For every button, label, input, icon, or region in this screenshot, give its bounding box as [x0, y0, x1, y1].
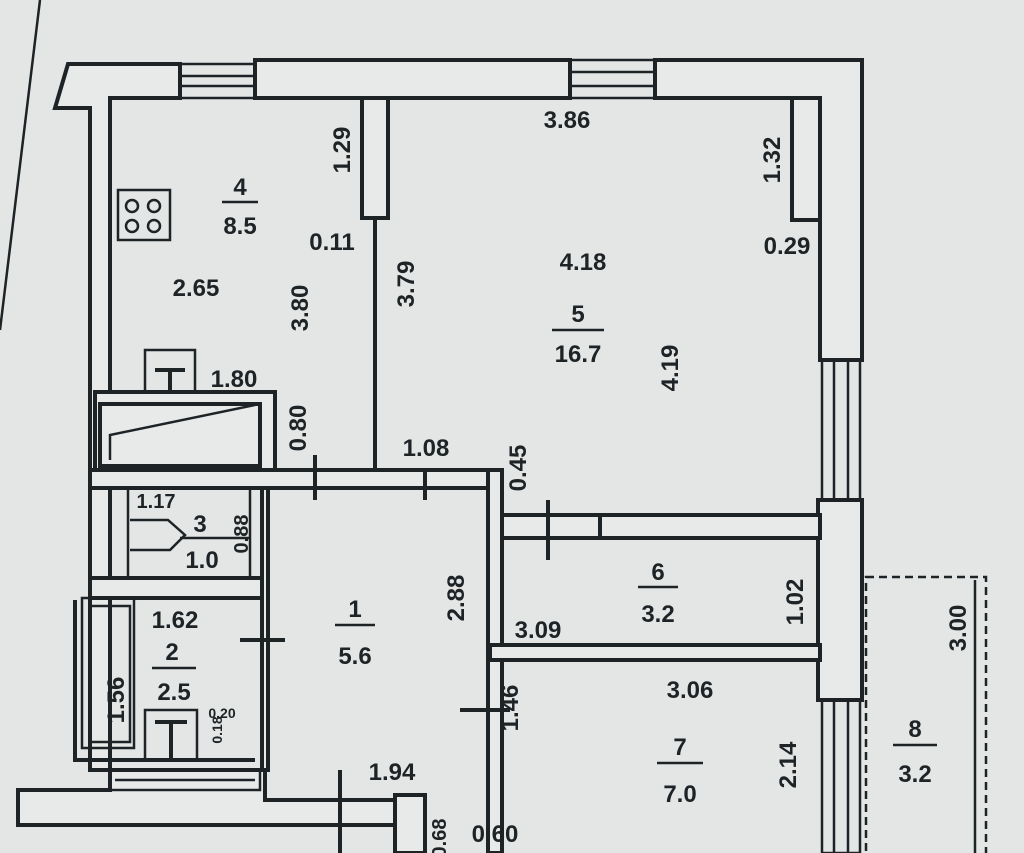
- dimension-label: 1.29: [329, 127, 356, 174]
- dimension-label: 1.17: [137, 491, 176, 513]
- svg-text:7: 7: [673, 734, 686, 761]
- room-6-label: 6 3.2: [638, 559, 678, 628]
- dimension-label: 2.14: [775, 741, 802, 788]
- page-edge: [0, 0, 42, 331]
- svg-text:3.2: 3.2: [641, 601, 674, 628]
- dimension-label: 0.18: [209, 716, 225, 743]
- svg-text:3: 3: [193, 511, 206, 538]
- svg-text:2: 2: [165, 639, 178, 666]
- dimension-label: 1.02: [782, 579, 809, 626]
- windows: [178, 58, 862, 853]
- dimension-label: 2.65: [173, 275, 220, 302]
- dimension-label: 0.80: [285, 405, 312, 452]
- svg-text:7.0: 7.0: [663, 781, 696, 808]
- interior-walls: [73, 96, 822, 853]
- dimension-label: 3.79: [393, 261, 420, 308]
- dimension-label: 0.29: [764, 233, 811, 260]
- svg-text:16.7: 16.7: [555, 341, 602, 368]
- room-7-label: 7 7.0: [657, 734, 703, 808]
- dimension-label: 4.19: [657, 345, 684, 392]
- dimension-label: 1.46: [497, 685, 524, 732]
- room-2-label: 2 2.5: [152, 639, 196, 706]
- balcony-outline: [864, 575, 988, 853]
- dimension-label: 3.80: [287, 285, 314, 332]
- dimension-label: 0.68: [429, 819, 451, 853]
- dimension-label: 3.86: [544, 107, 591, 134]
- svg-text:1.0: 1.0: [185, 547, 218, 574]
- dimension-label: 1.80: [211, 366, 258, 393]
- dimension-labels: 3.86 1.29 1.32 0.11 0.29 2.65 3.80 3.79 …: [103, 107, 972, 853]
- dimension-label: 1.94: [369, 759, 416, 786]
- svg-text:5: 5: [571, 301, 584, 328]
- stove-icon: [116, 188, 172, 242]
- room-1-label: 1 5.6: [335, 596, 375, 670]
- dimension-label: 3.06: [667, 677, 714, 704]
- svg-text:6: 6: [651, 559, 664, 586]
- dimension-label: 3.09: [515, 617, 562, 644]
- svg-text:8.5: 8.5: [223, 213, 256, 240]
- svg-text:4: 4: [233, 174, 247, 201]
- dimension-label: 0.45: [505, 445, 532, 492]
- svg-text:2.5: 2.5: [157, 679, 190, 706]
- room-4-label: 4 8.5: [222, 174, 258, 240]
- dimension-label: 1.08: [403, 435, 450, 462]
- dimension-label: 0.20: [208, 705, 235, 721]
- svg-text:8: 8: [908, 716, 921, 743]
- svg-text:5.6: 5.6: [338, 643, 371, 670]
- dimension-label: 0.11: [309, 229, 354, 256]
- svg-text:1: 1: [348, 596, 361, 623]
- room-5-label: 5 16.7: [552, 301, 604, 368]
- svg-text:3.2: 3.2: [898, 761, 931, 788]
- dimension-label: 2.88: [443, 575, 470, 622]
- dimension-label: 0.60: [472, 821, 519, 848]
- fixtures: [116, 188, 199, 762]
- dimension-label: 0.88: [231, 515, 253, 554]
- toilet-icon: [143, 708, 199, 762]
- dimension-label: 4.18: [560, 249, 607, 276]
- sink-icon: [143, 348, 197, 394]
- dimension-label: 3.00: [945, 605, 972, 652]
- room-3-label: 3 1.0: [180, 511, 250, 574]
- dimension-label: 1.62: [152, 607, 199, 634]
- dimension-label: 1.32: [759, 137, 786, 184]
- dimension-label: 1.56: [103, 677, 130, 724]
- room-8-label: 8 3.2: [893, 716, 937, 788]
